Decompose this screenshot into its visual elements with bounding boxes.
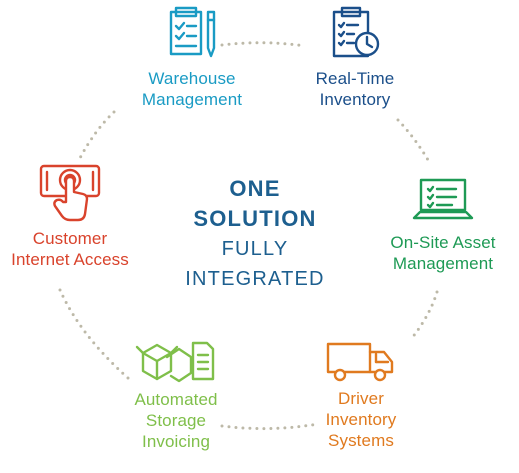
ring-arc-top-left xyxy=(78,110,116,160)
on-site-asset-management-label: On-Site Asset Management xyxy=(390,233,496,273)
clipboard-pen-icon xyxy=(169,6,216,58)
node-automated-storage-invoicing: Automated Storage Invoicing xyxy=(116,335,236,452)
center-line-one: ONE xyxy=(229,176,281,201)
ring-arc-left xyxy=(58,288,130,380)
laptop-checklist-icon xyxy=(412,178,474,220)
center-line-solution: SOLUTION xyxy=(193,206,317,231)
node-warehouse-management: Warehouse Management xyxy=(112,6,272,110)
ring-arc-top xyxy=(220,41,307,48)
node-on-site-asset-management: On-Site Asset Management xyxy=(378,174,508,274)
center-title: ONE SOLUTION FULLY INTEGRATED xyxy=(165,174,345,294)
automated-storage-invoicing-label: Automated Storage Invoicing xyxy=(134,390,218,451)
warehouse-management-label: Warehouse Management xyxy=(141,69,243,109)
tablet-touch-icon xyxy=(39,164,101,222)
node-real-time-inventory: Real-Time Inventory xyxy=(295,6,415,110)
node-customer-internet-access: Customer Internet Access xyxy=(0,158,140,270)
ring-arc-right xyxy=(410,290,439,340)
ring-arc-bottom xyxy=(220,422,320,431)
boxes-invoice-icon xyxy=(135,341,215,383)
checklist-clock-icon xyxy=(332,6,380,58)
truck-icon xyxy=(326,342,394,382)
driver-inventory-systems-label: Driver Inventory Systems xyxy=(325,389,397,450)
node-driver-inventory-systems: Driver Inventory Systems xyxy=(306,338,416,451)
center-line-fully: FULLY xyxy=(221,238,289,260)
customer-internet-access-label: Customer Internet Access xyxy=(11,229,129,269)
real-time-inventory-label: Real-Time Inventory xyxy=(315,69,395,109)
ring-arc-top-right xyxy=(396,118,430,162)
center-line-integrated: INTEGRATED xyxy=(185,268,325,290)
